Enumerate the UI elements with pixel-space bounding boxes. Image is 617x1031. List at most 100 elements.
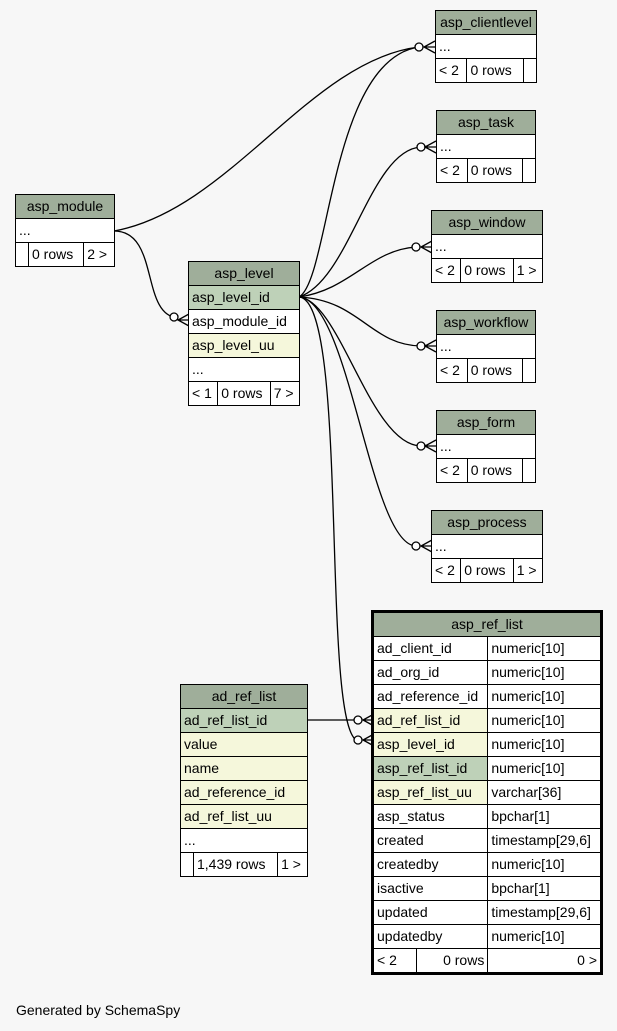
table-row: ... bbox=[435, 34, 537, 59]
column-type: numeric[10] bbox=[487, 732, 601, 757]
table-row: ... bbox=[15, 218, 115, 243]
parents-count bbox=[15, 242, 29, 267]
row-count: 0 rows bbox=[466, 158, 524, 183]
edge-level-task bbox=[298, 146, 422, 298]
children-count[interactable]: 1 > bbox=[277, 852, 308, 877]
row-count: 0 rows bbox=[466, 58, 524, 83]
parents-count[interactable]: < 2 bbox=[436, 458, 468, 483]
column-name: asp_ref_list_id bbox=[372, 756, 489, 781]
children-count bbox=[522, 158, 536, 183]
column-name: ad_ref_list_id bbox=[372, 708, 489, 733]
parents-count[interactable]: < 2 bbox=[434, 58, 468, 83]
parents-count[interactable]: < 2 bbox=[430, 558, 462, 583]
column-name: asp_level_id bbox=[372, 732, 489, 757]
column-asp_module_id: asp_module_id bbox=[188, 309, 300, 334]
children-count[interactable]: 1 > bbox=[512, 558, 544, 583]
children-count[interactable]: 2 > bbox=[83, 242, 115, 267]
parents-count[interactable]: < 2 bbox=[436, 158, 468, 183]
table-title[interactable]: asp_task bbox=[436, 110, 536, 135]
table-asp_clientlevel[interactable]: asp_clientlevel ... < 2 0 rows bbox=[434, 10, 537, 83]
table-row: ... bbox=[188, 357, 300, 382]
column-name: ad_client_id bbox=[372, 636, 489, 661]
row-count: 0 rows bbox=[460, 258, 514, 283]
column-ad_reference_id: ad_reference_id bbox=[180, 780, 308, 805]
column-type: bpchar[1] bbox=[487, 876, 601, 901]
column-type: timestamp[29,6] bbox=[487, 900, 601, 925]
table-asp_module[interactable]: asp_module ... 0 rows 2 > bbox=[15, 194, 115, 267]
column-type: numeric[10] bbox=[487, 684, 601, 709]
column-name: updatedby bbox=[372, 924, 489, 949]
column-name: ad_org_id bbox=[372, 660, 489, 685]
table-title[interactable]: asp_window bbox=[431, 210, 543, 235]
children-count[interactable]: 0 > bbox=[487, 948, 601, 973]
column-type: numeric[10] bbox=[487, 756, 601, 781]
column-asp_level_id: asp_level_id bbox=[188, 285, 300, 310]
table-asp_window[interactable]: asp_window ... < 2 0 rows 1 > bbox=[430, 210, 544, 283]
table-title[interactable]: asp_ref_list bbox=[373, 612, 601, 637]
generated-by-text: Generated by SchemaSpy bbox=[16, 1002, 181, 1018]
column-name: created bbox=[372, 828, 489, 853]
parents-count[interactable]: < 2 bbox=[375, 949, 417, 972]
parents-count bbox=[180, 852, 194, 877]
column-name: asp_status bbox=[372, 804, 489, 829]
footer-left: < 2 0 rows bbox=[372, 948, 489, 973]
table-asp_level[interactable]: asp_level asp_level_id asp_module_id asp… bbox=[187, 261, 301, 406]
table-row: ... bbox=[436, 434, 536, 459]
table-title[interactable]: ad_ref_list bbox=[180, 684, 308, 709]
parents-count[interactable]: < 1 bbox=[187, 381, 219, 406]
row-count: 0 rows bbox=[443, 952, 485, 968]
column-name: ad_reference_id bbox=[372, 684, 489, 709]
children-count bbox=[523, 58, 537, 83]
table-title[interactable]: asp_module bbox=[15, 194, 115, 219]
table-title[interactable]: asp_level bbox=[188, 261, 300, 286]
edge-level-window bbox=[298, 246, 417, 298]
parents-count[interactable]: < 2 bbox=[430, 258, 462, 283]
row-count: 0 rows bbox=[460, 558, 514, 583]
table-asp_form[interactable]: asp_form ... < 2 0 rows bbox=[436, 410, 536, 483]
table-asp_workflow[interactable]: asp_workflow ... < 2 0 rows bbox=[436, 310, 536, 383]
table-asp_task[interactable]: asp_task ... < 2 0 rows bbox=[436, 110, 536, 183]
table-title[interactable]: asp_process bbox=[431, 510, 543, 535]
column-asp_level_uu: asp_level_uu bbox=[188, 333, 300, 358]
table-title[interactable]: asp_form bbox=[436, 410, 536, 435]
children-count[interactable]: 1 > bbox=[512, 258, 544, 283]
parents-count[interactable]: < 2 bbox=[436, 358, 468, 383]
column-type: numeric[10] bbox=[487, 924, 601, 949]
table-title[interactable]: asp_workflow bbox=[436, 310, 536, 335]
table-ad_ref_list[interactable]: ad_ref_list ad_ref_list_id value name ad… bbox=[180, 684, 308, 877]
row-count: 1,439 rows bbox=[192, 852, 279, 877]
table-title[interactable]: asp_clientlevel bbox=[435, 10, 537, 35]
table-row: ... bbox=[431, 234, 543, 259]
column-type: numeric[10] bbox=[487, 636, 601, 661]
children-count bbox=[522, 458, 536, 483]
row-count: 0 rows bbox=[466, 458, 524, 483]
row-count: 0 rows bbox=[27, 242, 85, 267]
table-asp_process[interactable]: asp_process ... < 2 0 rows 1 > bbox=[430, 510, 544, 583]
column-type: numeric[10] bbox=[487, 852, 601, 877]
edge-module-level bbox=[113, 230, 179, 319]
column-type: varchar[36] bbox=[487, 780, 601, 805]
children-count[interactable]: 7 > bbox=[269, 381, 301, 406]
column-name: asp_ref_list_uu bbox=[372, 780, 489, 805]
edge-module-clientlevel bbox=[113, 46, 420, 232]
column-value: value bbox=[180, 732, 308, 757]
row-count: 0 rows bbox=[466, 358, 524, 383]
column-ad_ref_list_id: ad_ref_list_id bbox=[180, 708, 308, 733]
table-row: ... bbox=[436, 334, 536, 359]
column-type: timestamp[29,6] bbox=[487, 828, 601, 853]
row-count: 0 rows bbox=[217, 381, 271, 406]
column-type: numeric[10] bbox=[487, 708, 601, 733]
column-type: numeric[10] bbox=[487, 660, 601, 685]
